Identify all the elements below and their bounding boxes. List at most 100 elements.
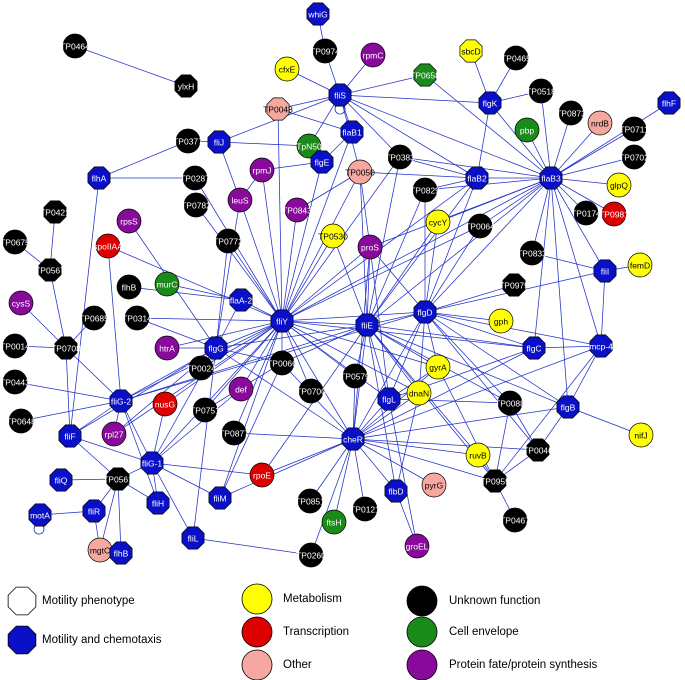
node-tp0048[interactable]: TP0048 xyxy=(263,97,293,121)
node-flig-2[interactable]: fliG-2 xyxy=(109,389,133,413)
node-flaa-2[interactable]: flaA-2 xyxy=(229,288,253,312)
node-flbd[interactable]: flbD xyxy=(384,479,408,503)
node-tp0421[interactable]: TP0421 xyxy=(40,200,70,224)
node-groel[interactable]: groEL xyxy=(404,533,430,559)
node-flie[interactable]: fliE xyxy=(355,313,379,337)
node-flis[interactable]: fliS xyxy=(328,83,352,107)
node-pros[interactable]: proS xyxy=(357,234,383,260)
node-sbcd[interactable]: sbcD xyxy=(459,39,483,63)
node-fliq[interactable]: fliQ xyxy=(49,468,73,492)
node-leus[interactable]: leuS xyxy=(227,187,253,213)
node-tp0877[interactable]: TP0877 xyxy=(219,420,249,446)
node-pbp[interactable]: pbp xyxy=(514,117,540,143)
node-tp0648[interactable]: TP0648 xyxy=(6,408,36,434)
node-tp0064[interactable]: TP0064 xyxy=(465,213,495,239)
node-flhb2[interactable]: flhB xyxy=(109,541,133,565)
node-tp0979[interactable]: TP0979 xyxy=(499,273,529,297)
node-tp0702[interactable]: TP0702 xyxy=(619,144,649,170)
node-flij[interactable]: fliJ xyxy=(207,130,231,154)
node-tp0567[interactable]: TP0567 xyxy=(35,258,65,282)
node-tp0561[interactable]: TP0561 xyxy=(103,467,133,491)
node-flgc[interactable]: flgC xyxy=(522,336,546,360)
node-dnan[interactable]: dnaN xyxy=(406,380,432,406)
node-tp0088[interactable]: TP0088 xyxy=(495,390,525,416)
node-tp0050[interactable]: TP0050 xyxy=(345,159,375,185)
node-tp0014[interactable]: TP0014 xyxy=(0,333,30,359)
node-flgk[interactable]: flgK xyxy=(478,91,502,115)
node-ylxh[interactable]: ylxH xyxy=(174,74,198,98)
node-rpl27[interactable]: rpl27 xyxy=(101,421,127,447)
node-tp0711[interactable]: TP0711 xyxy=(619,116,649,142)
node-mcp-4[interactable]: mcp-4 xyxy=(589,334,613,358)
node-flab2[interactable]: flaB2 xyxy=(465,166,489,190)
node-nusg[interactable]: nusG xyxy=(152,391,178,417)
node-tp0464[interactable]: TP0464 xyxy=(60,33,90,59)
node-flab1[interactable]: flaB1 xyxy=(340,120,364,144)
node-tp0751[interactable]: TP0751 xyxy=(190,397,220,423)
node-murc[interactable]: murC xyxy=(154,271,180,297)
node-tp0851[interactable]: TP0851 xyxy=(295,488,325,514)
node-tp0287[interactable]: TP0287 xyxy=(180,165,210,191)
node-flgl[interactable]: flgL xyxy=(377,387,401,411)
node-tp0024[interactable]: TP0024 xyxy=(186,355,216,381)
node-flih[interactable]: fliH xyxy=(146,491,170,515)
node-flhf[interactable]: flhF xyxy=(657,91,681,115)
node-cycy[interactable]: cycY xyxy=(425,209,451,235)
node-spoiiaa[interactable]: spoIIAA xyxy=(93,233,123,259)
node-flgg[interactable]: flgG xyxy=(204,336,228,360)
node-tp0873[interactable]: TP0873 xyxy=(556,100,586,126)
node-tp0658[interactable]: TP0658 xyxy=(410,63,440,87)
node-tp0708[interactable]: TP0708 xyxy=(51,336,81,360)
node-flil[interactable]: fliL xyxy=(181,526,205,550)
node-mgtc[interactable]: mgtC xyxy=(87,537,113,563)
node-tp0174[interactable]: TP0174 xyxy=(571,200,601,226)
node-ftsh[interactable]: ftsH xyxy=(321,509,347,535)
node-flha[interactable]: flhA xyxy=(87,166,111,190)
node-rpmc[interactable]: rpmC xyxy=(360,42,386,68)
node-flge[interactable]: flgE xyxy=(310,150,334,174)
node-flir[interactable]: fliR xyxy=(82,499,106,523)
node-flif[interactable]: fliF xyxy=(58,424,82,448)
node-nrdb[interactable]: nrdB xyxy=(587,110,613,136)
node-mota[interactable]: motA xyxy=(28,503,52,527)
node-tp0383[interactable]: TP0383 xyxy=(385,144,415,170)
node-tp0829[interactable]: TP0829 xyxy=(410,177,440,203)
node-rpmj[interactable]: rpmJ xyxy=(249,157,275,183)
node-cfxe[interactable]: cfxE xyxy=(274,56,300,82)
node-gyra[interactable]: gyrA xyxy=(425,354,451,380)
node-tp0579[interactable]: TP0579 xyxy=(340,363,370,389)
node-fliy[interactable]: fliY xyxy=(270,309,294,333)
node-cyss[interactable]: cysS xyxy=(8,290,34,316)
node-tp0443[interactable]: TP0443 xyxy=(0,369,30,395)
node-tp0974[interactable]: TP0974 xyxy=(310,38,340,64)
node-tp0121[interactable]: TP0121 xyxy=(350,496,380,522)
node-tp0685[interactable]: TP0685 xyxy=(79,305,109,331)
node-tp0377[interactable]: TP0377 xyxy=(173,128,203,154)
node-cher[interactable]: cheR xyxy=(341,427,365,451)
node-ruvb[interactable]: ruvB xyxy=(465,442,491,468)
node-tp0260[interactable]: TP0260 xyxy=(296,542,326,568)
node-glpq[interactable]: glpQ xyxy=(606,172,632,198)
node-nifj[interactable]: nifJ xyxy=(628,422,654,448)
node-flgd[interactable]: flgD xyxy=(413,300,437,324)
node-flim[interactable]: fliM xyxy=(208,486,232,510)
node-tp0467[interactable]: TP0467 xyxy=(500,507,530,533)
node-flgb[interactable]: flgB xyxy=(556,395,580,419)
node-flab3[interactable]: flaB3 xyxy=(539,166,563,190)
node-femd[interactable]: femD xyxy=(627,252,653,278)
node-whig[interactable]: whiG xyxy=(306,2,330,26)
node-def[interactable]: def xyxy=(228,376,254,402)
node-rpoe[interactable]: rpoE xyxy=(249,462,275,488)
node-gph[interactable]: gph xyxy=(488,308,514,334)
node-tp0981[interactable]: TP0981 xyxy=(599,201,629,227)
node-flii[interactable]: fliI xyxy=(593,259,617,283)
node-htra[interactable]: htrA xyxy=(154,335,180,361)
node-tp0530[interactable]: TP0530 xyxy=(318,223,348,249)
node-flhb[interactable]: flhB xyxy=(116,274,142,300)
node-tp0314[interactable]: TP0314 xyxy=(122,305,152,331)
node-tp0518[interactable]: TP0518 xyxy=(526,78,556,104)
node-pyrg[interactable]: pyrG xyxy=(421,472,447,498)
node-rpss[interactable]: rpsS xyxy=(116,208,142,234)
node-flig-1[interactable]: fliG-1 xyxy=(140,451,164,475)
node-tp0465[interactable]: TP0465 xyxy=(501,45,531,71)
